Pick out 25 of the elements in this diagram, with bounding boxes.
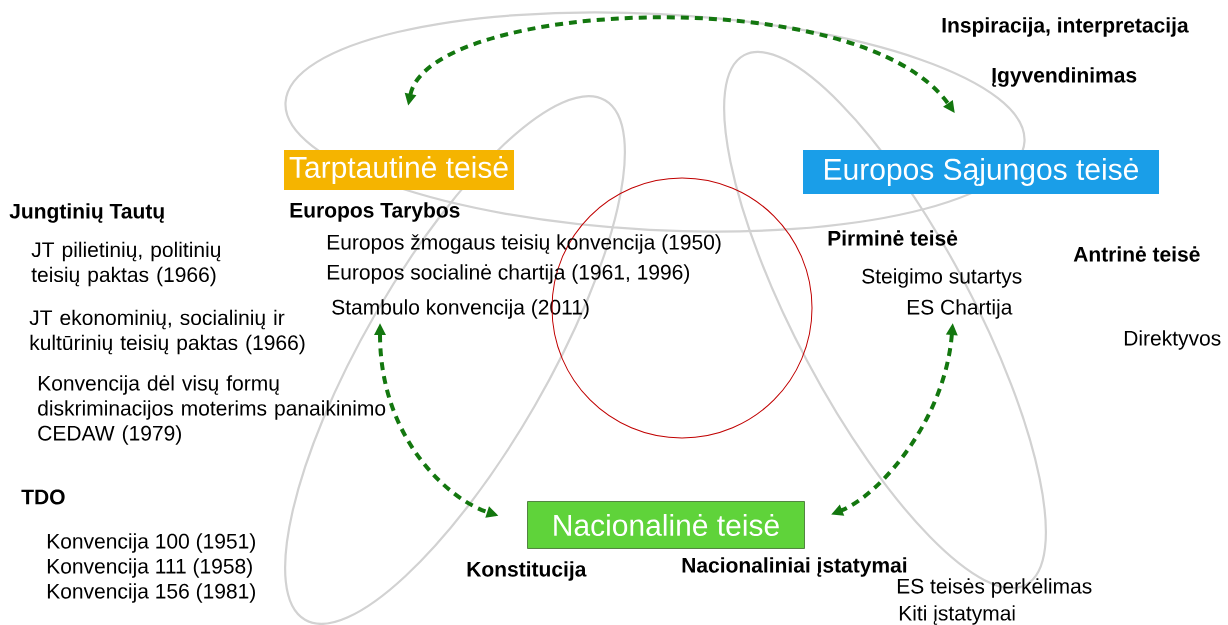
list-item: Konvencija 111 (1958)	[47, 558, 252, 578]
heading: TDO	[21, 489, 65, 505]
list-item: Stambulo konvencija (2011)	[332, 299, 589, 319]
title-box: Europos Sąjungos teisė	[803, 150, 1159, 194]
heading: Europos Tarybos	[290, 202, 460, 222]
heading: Antrinė teisė	[1073, 246, 1200, 262]
list-item: Europos socialinė chartija (1961, 1996)	[327, 264, 690, 284]
list-item: Konvencija 100 (1951)	[47, 533, 255, 553]
list-item: JT pilietinių, politinių teisių paktas (1966)	[31, 241, 221, 287]
title-box: Nacionalinė teisė	[527, 501, 805, 549]
heading: Pirminė teisė	[828, 230, 958, 246]
title-box: Tarptautinė teisė	[284, 150, 514, 190]
list-item: JT ekonominių, socialinių ir kultūrinių teisių paktas (1966)	[29, 309, 305, 355]
list-item: Konvencija dėl visų formų diskriminacijos moterims panaikinimo CEDAW (1979)	[38, 375, 386, 445]
list-item: Direktyvos	[1124, 330, 1221, 350]
heading: Inspiracija, interpretacija	[942, 17, 1189, 37]
list-item: ES Chartija	[907, 299, 1013, 319]
heading: Jungtinių Tautų	[9, 203, 164, 223]
heading: Įgyvendinimas	[992, 67, 1137, 87]
list-item: Steigimo sutartys	[862, 268, 1022, 288]
list-item: Kiti įstatymai	[899, 605, 1015, 625]
list-item: ES teisės perkėlimas	[897, 578, 1092, 598]
list-item: Konvencija 156 (1981)	[47, 583, 255, 603]
heading: Konstitucija	[467, 561, 587, 581]
heading: Nacionaliniai įstatymai	[682, 557, 907, 577]
